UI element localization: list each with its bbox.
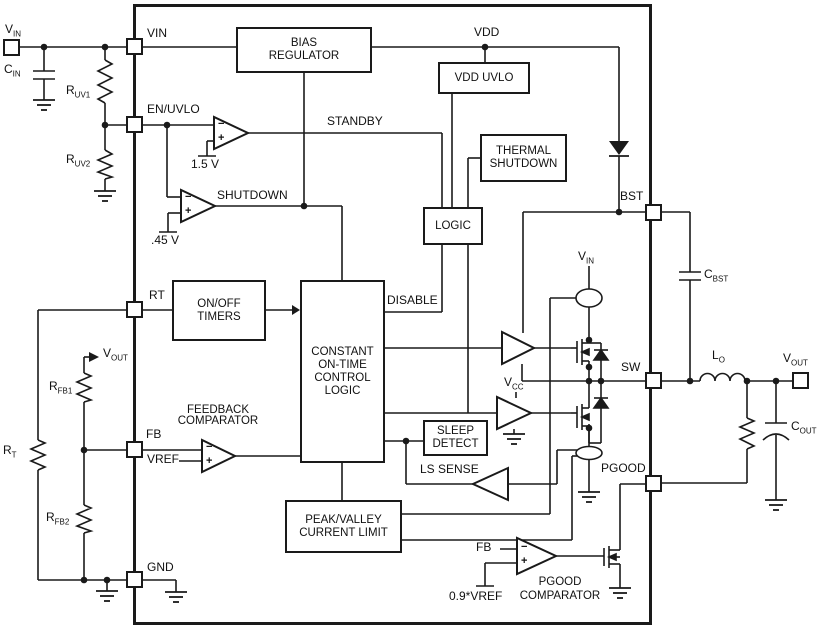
block-onoff-timers: ON/OFF TIMERS	[172, 280, 266, 341]
bootstrap-diode	[609, 141, 629, 157]
pgood-comparator-triangle	[516, 536, 559, 576]
pgood-mosfet	[603, 546, 621, 568]
pin-fb	[126, 441, 143, 458]
pin-rt	[126, 301, 143, 318]
high-side-current-sense	[575, 288, 603, 308]
label-rt-resistor: RT	[3, 443, 17, 460]
junction-dots	[40, 43, 780, 584]
high-side-gate-driver	[501, 330, 537, 366]
minus-mark-shutdown-comp: −	[185, 191, 192, 203]
ls-sense-amplifier	[470, 466, 509, 502]
block-logic: LOGIC	[423, 207, 483, 245]
label-fb-pgood: FB	[476, 540, 492, 554]
pin-en-uvlo	[126, 116, 143, 133]
label-standby: STANDBY	[327, 114, 383, 128]
label-vcc: VCC	[504, 375, 524, 392]
pin-label-en-uvlo: EN/UVLO	[147, 102, 200, 116]
plus-mark-standby-comp: +	[218, 132, 225, 144]
pin-gnd	[126, 571, 143, 588]
plus-mark-pgood-comp: +	[521, 555, 528, 567]
label-rfb2: RFB2	[46, 510, 70, 527]
ground-symbols	[33, 99, 787, 603]
label-vout-divider: VOUT	[103, 346, 128, 363]
label-vin-rail: VIN	[578, 249, 595, 266]
label-rfb1: RFB1	[49, 379, 73, 396]
feedback-comparator	[201, 438, 238, 474]
block-vdd-uvlo: VDD UVLO	[438, 62, 530, 94]
label-shutdown: SHUTDOWN	[217, 188, 288, 202]
label-vref: VREF	[147, 452, 180, 466]
label-ruv2: RUV2	[66, 152, 91, 169]
block-sleep-detect: SLEEP DETECT	[423, 420, 488, 456]
label-1p5v: 1.5 V	[191, 157, 220, 171]
block-constant-on-time-control-logic: CONSTANT ON-TIME CONTROL LOGIC	[300, 280, 385, 463]
pin-label-vin: VIN	[147, 26, 168, 40]
label-ruv1: RUV1	[66, 83, 91, 100]
label-vdd: VDD	[474, 25, 500, 39]
label-vin-external: VIN	[5, 22, 22, 39]
label-0p9vref: 0.9*VREF	[449, 589, 503, 603]
label-lo: LO	[712, 348, 725, 365]
pin-label-pgood: PGOOD	[601, 461, 646, 475]
pin-label-fb: FB	[146, 427, 162, 441]
pin-label-bst: BST	[620, 189, 644, 203]
plus-mark-feedback-comp: +	[206, 455, 213, 467]
pin-label-sw: SW	[621, 360, 641, 374]
block-bias-regulator: BIAS REGULATOR	[236, 27, 372, 73]
label-disable: DISABLE	[387, 293, 438, 307]
low-side-current-sense	[575, 445, 603, 461]
label-feedback-comparator: FEEDBACK COMPARATOR	[177, 404, 259, 427]
high-side-mosfet	[571, 339, 610, 381]
terminal-vin-external	[3, 39, 20, 56]
block-peak-valley-current-limit: PEAK/VALLEY CURRENT LIMIT	[285, 500, 402, 553]
block-thermal-shutdown: THERMAL SHUTDOWN	[480, 134, 567, 182]
minus-mark-feedback-comp: −	[206, 441, 213, 453]
pin-sw	[645, 372, 662, 389]
pin-label-rt: RT	[149, 288, 165, 302]
pin-vin	[126, 38, 143, 55]
vout-arrow	[89, 352, 99, 362]
label-cbst: CBST	[704, 267, 729, 284]
label-cin: CIN	[4, 62, 21, 79]
terminal-vout-external	[792, 372, 809, 389]
label-ls-sense: LS SENSE	[420, 462, 479, 476]
minus-mark-pgood-comp: −	[521, 541, 528, 553]
label-pgood-comparator: PGOOD COMPARATOR	[519, 576, 601, 602]
label-p45v: .45 V	[151, 233, 180, 247]
pin-label-gnd: GND	[147, 560, 174, 574]
en-standby-comparator	[213, 115, 251, 151]
label-cout: COUT	[791, 419, 817, 436]
pin-bst	[645, 204, 662, 221]
pin-pgood	[645, 475, 662, 492]
plus-mark-shutdown-comp: +	[185, 205, 192, 217]
timers-arrow	[292, 305, 300, 315]
low-side-gate-driver	[496, 395, 534, 431]
minus-mark-standby-comp: −	[218, 118, 225, 130]
en-shutdown-comparator	[180, 188, 218, 224]
label-vout-pin: VOUT	[783, 351, 808, 368]
